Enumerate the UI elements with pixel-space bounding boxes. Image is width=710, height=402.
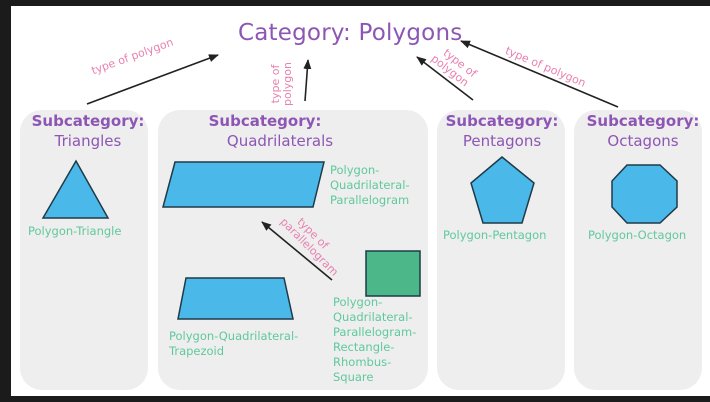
arrow-quadrilaterals-to-polygons (303, 59, 312, 102)
category-title: Category: Polygons (238, 20, 463, 46)
label-line: Rhombus- (333, 355, 392, 369)
arrow-square-to-parallelogram (261, 221, 333, 281)
shape-label-square: Polygon- Quadrilateral- Parallelogram- R… (333, 295, 416, 385)
edge-label-quadrilaterals: type of polygon (269, 62, 294, 106)
subcategory-name-octagons: Octagons (607, 132, 679, 150)
shape-label-triangle: Polygon-Triangle (28, 224, 122, 238)
pentagon-icon (470, 156, 535, 224)
label-line: Polygon-Quadrilateral- (169, 329, 299, 343)
label-line: Parallelogram- (333, 325, 417, 339)
edge-label-line: polygon (281, 62, 294, 106)
subcategory-heading-quadrilaterals: Subcategory: (208, 112, 322, 130)
panel-octagons (574, 110, 702, 390)
arrow-triangles-to-polygons (86, 54, 219, 105)
parallelogram-icon (162, 161, 325, 208)
triangle-icon (41, 159, 110, 219)
subcategory-heading-pentagons: Subcategory: (445, 112, 559, 130)
label-line: Quadrilateral- (330, 178, 410, 192)
panel-triangles (20, 110, 148, 390)
panel-pentagons (437, 110, 565, 390)
trapezoid-icon (177, 277, 294, 320)
label-line: Square (333, 370, 374, 384)
label-line: Polygon- (330, 163, 380, 177)
shape-label-trapezoid: Polygon-Quadrilateral- Trapezoid (169, 329, 298, 359)
label-line: Parallelogram (330, 193, 410, 207)
subcategory-heading-octagons: Subcategory: (586, 112, 700, 130)
arrow-pentagons-to-polygons (416, 56, 474, 101)
shape-label-octagon: Polygon-Octagon (588, 228, 687, 242)
subcategory-heading-triangles: Subcategory: (31, 112, 145, 130)
subcategory-name-quadrilaterals: Quadrilaterals (226, 132, 334, 150)
label-line: Quadrilateral- (333, 310, 413, 324)
panel-quadrilaterals (158, 110, 428, 390)
shape-label-pentagon: Polygon-Pentagon (443, 228, 547, 242)
subcategory-name-pentagons: Pentagons (462, 132, 542, 150)
square-icon (365, 250, 421, 297)
label-line: Polygon- (333, 295, 383, 309)
octagon-icon (611, 164, 678, 224)
arrow-octagons-to-polygons (460, 40, 619, 108)
subcategory-name-triangles: Triangles (54, 132, 122, 150)
label-line: Rectangle- (333, 340, 395, 354)
shape-label-parallelogram: Polygon- Quadrilateral- Parallelogram (330, 163, 410, 208)
label-line: Trapezoid (169, 344, 225, 358)
